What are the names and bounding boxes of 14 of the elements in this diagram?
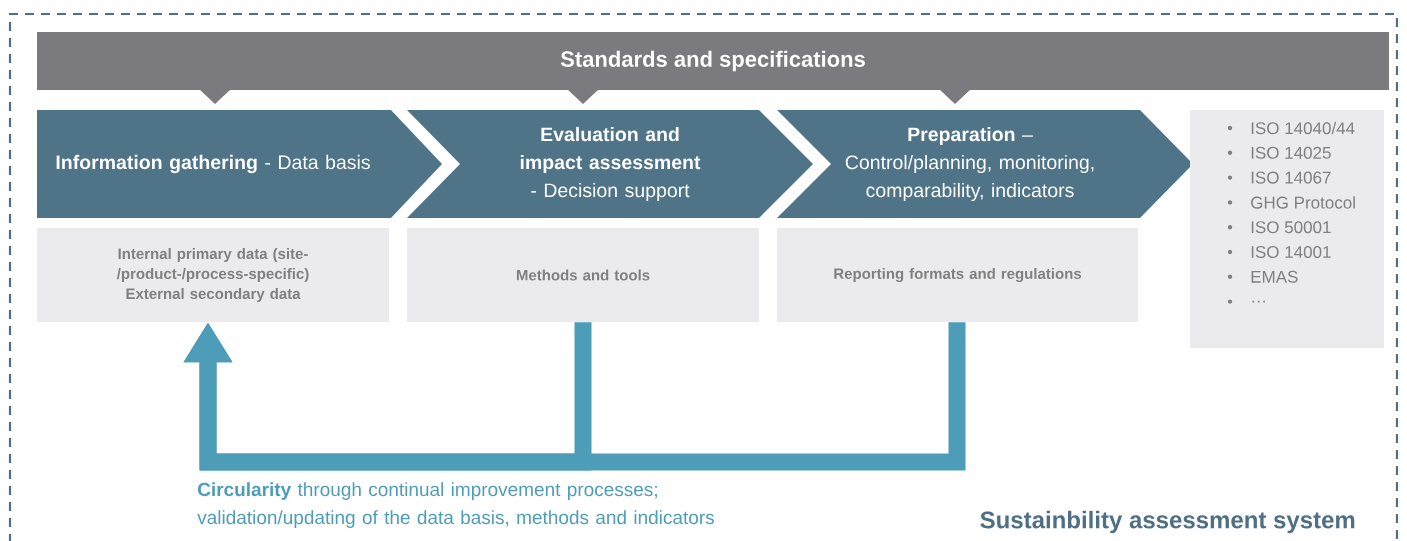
frame-heading: Sustainbility assessment system bbox=[980, 510, 1355, 534]
note-text: Circularity through continual improvement processes; validation/updating of the data basis, methods and indicators bbox=[197, 482, 714, 528]
info-box: Internal primary data (site-/product-/process-specific) External secondary data bbox=[37, 228, 389, 322]
chevron-box: Preparation – Control/planning, monitoring, comparability, indicators bbox=[777, 110, 1193, 218]
chevron-box: Evaluation and impact assessment - Decision support bbox=[407, 110, 813, 218]
header-band: Standards and specifications bbox=[37, 32, 1389, 104]
node-label: Information gathering - Data basis bbox=[56, 154, 370, 174]
node-label: Preparation – Control/planning, monitoring, comparability, indicators bbox=[845, 126, 1094, 202]
info-box: Methods and tools bbox=[407, 228, 759, 322]
chevron-box: Information gathering - Data basis bbox=[37, 110, 442, 218]
feedback-arrow bbox=[183, 322, 966, 471]
info-box: Reporting formats and regulations bbox=[777, 228, 1138, 322]
node-label: Evaluation and impact assessment - Decision support bbox=[520, 126, 701, 202]
standards-list: ISO 14040/44 ISO 14025 ISO 14067 GHG Protocol ISO 50001 ISO 14001 EMAS … bbox=[1190, 110, 1384, 348]
